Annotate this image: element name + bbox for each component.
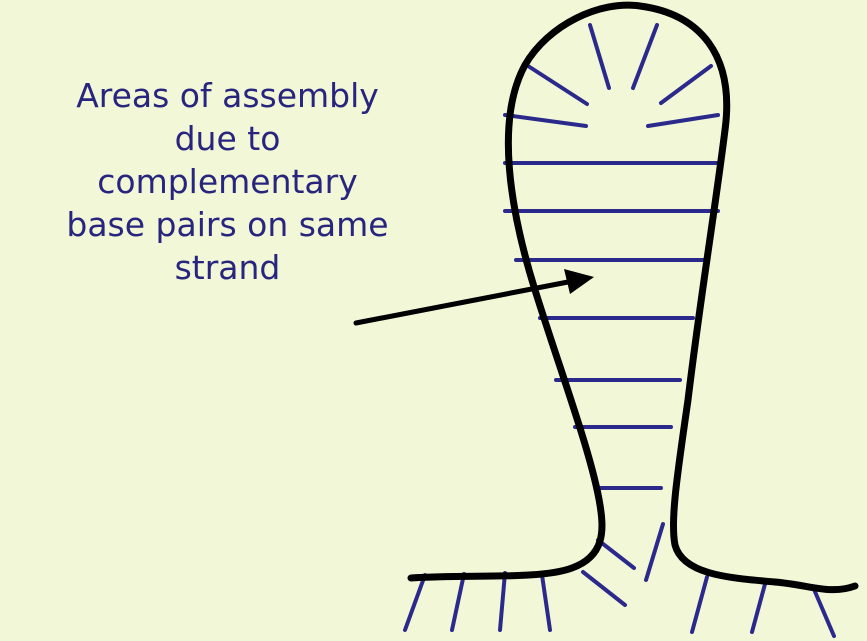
base-tail-7 (752, 584, 765, 632)
base-tail-1 (405, 575, 425, 630)
base-tail-8 (813, 587, 834, 636)
base-pair-junction-2 (646, 524, 663, 580)
base-tail-3 (500, 573, 505, 630)
base-pair-loop-4 (661, 66, 711, 103)
base-pair-loop-6 (648, 115, 718, 126)
pointer-arrow (356, 269, 594, 323)
base-pair-loop-3 (525, 64, 587, 104)
base-pair-loop-5 (505, 115, 586, 126)
base-pairs (405, 25, 834, 636)
base-pair-loop-1 (590, 25, 609, 88)
base-tail-4 (542, 575, 550, 630)
base-tail-2 (452, 574, 464, 630)
base-pair-junction-1 (598, 540, 634, 568)
base-tail-5 (583, 572, 625, 605)
base-tail-6 (692, 577, 707, 632)
arrow-head-icon (564, 269, 594, 294)
base-pair-loop-2 (633, 25, 657, 88)
